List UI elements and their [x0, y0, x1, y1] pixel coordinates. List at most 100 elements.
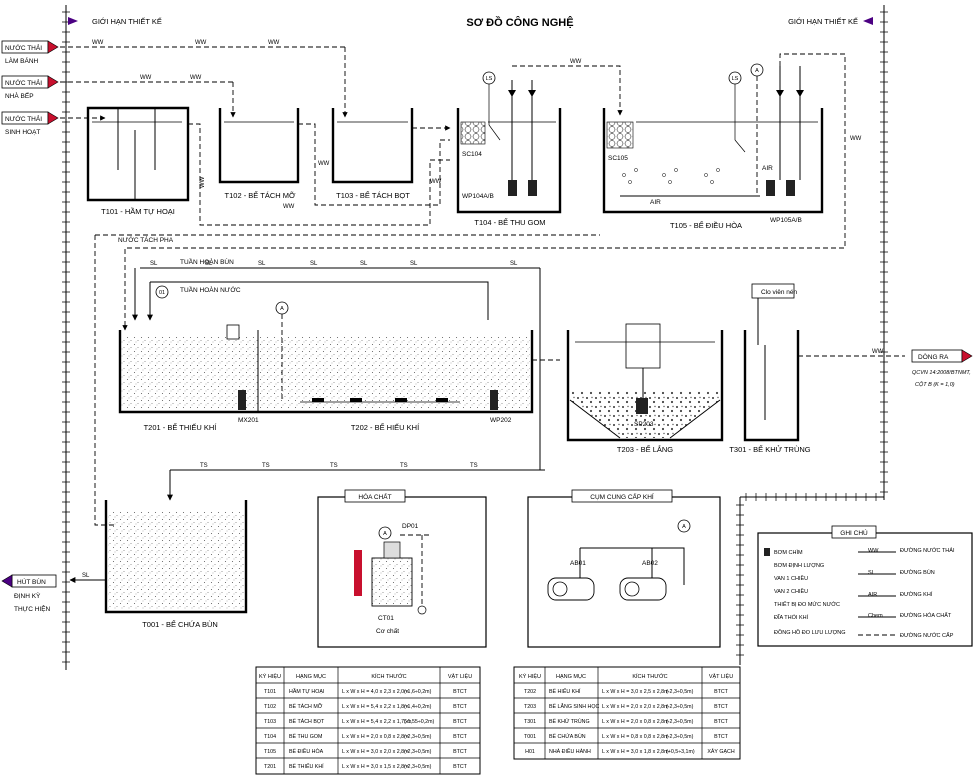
svg-text:THIẾT BỊ ĐO MỨC NƯỚC: THIẾT BỊ ĐO MỨC NƯỚC — [774, 601, 840, 608]
svg-text:AIR: AIR — [650, 199, 661, 206]
svg-text:Cơ chất: Cơ chất — [376, 626, 399, 635]
svg-text:WP105A/B: WP105A/B — [770, 217, 802, 224]
svg-text:LÀM BÁNH: LÀM BÁNH — [5, 56, 39, 65]
svg-text:L x W x H = 0,8 x 0,8 x 2,8m: L x W x H = 0,8 x 0,8 x 2,8m — [602, 734, 669, 740]
tank-t102 — [218, 108, 300, 184]
svg-text:T301: T301 — [524, 719, 536, 725]
svg-text:L x W x H = 3,0 x 1,5 x 2,8m: L x W x H = 3,0 x 1,5 x 2,8m — [342, 764, 409, 770]
svg-text:HÓA CHẤT: HÓA CHẤT — [358, 491, 391, 501]
input-nha-bep: NƯỚC THẢI NHÀ BẾP — [1, 75, 59, 100]
svg-text:CỤM CUNG CẤP KHÍ: CỤM CUNG CẤP KHÍ — [590, 491, 654, 501]
svg-text:AB02: AB02 — [642, 560, 658, 567]
svg-text:WW: WW — [318, 161, 330, 167]
svg-text:(-2,3÷0,5m): (-2,3÷0,5m) — [666, 689, 694, 695]
left-boundary-label: GIỚI HẠN THIẾT KẾ — [92, 16, 162, 26]
svg-text:KÍCH THƯỚC: KÍCH THƯỚC — [632, 673, 667, 680]
svg-text:BTCT: BTCT — [714, 704, 729, 710]
diagram-title: SƠ ĐỒ CÔNG NGHỆ — [466, 16, 573, 29]
svg-text:QCVN 14:2008/BTNMT,: QCVN 14:2008/BTNMT, — [912, 370, 971, 376]
svg-text:AIR: AIR — [868, 592, 877, 598]
svg-text:L x W x H = 5,4 x 2,2 x 1,8m: L x W x H = 5,4 x 2,2 x 1,8m — [342, 704, 409, 710]
svg-text:SC105: SC105 — [608, 155, 628, 162]
svg-text:L x W x H = 2,0 x 0,8 x 2,8m: L x W x H = 2,0 x 0,8 x 2,8m — [602, 719, 669, 725]
svg-text:ĐƯỜNG NƯỚC THẢI: ĐƯỜNG NƯỚC THẢI — [900, 547, 955, 554]
svg-text:BỂ KHỬ TRÙNG: BỂ KHỬ TRÙNG — [549, 718, 590, 725]
svg-text:NƯỚC THẢI: NƯỚC THẢI — [5, 43, 42, 52]
t201-label: T201 - BỂ THIẾU KHÍ — [144, 422, 218, 432]
svg-text:NƯỚC THẢI: NƯỚC THẢI — [5, 78, 42, 87]
svg-text:BTCT: BTCT — [453, 689, 468, 695]
svg-text:L x W x H = 4,0 x 2,3 x 2,0m: L x W x H = 4,0 x 2,3 x 2,0m — [342, 689, 409, 695]
svg-text:A: A — [280, 306, 284, 312]
svg-text:NHÀ BẾP: NHÀ BẾP — [5, 90, 34, 100]
left-boundary — [62, 5, 78, 670]
t203-label: T203 - BỂ LẮNG — [617, 445, 673, 454]
svg-text:SL: SL — [510, 261, 518, 267]
svg-text:BỂ HIẾU KHÍ: BỂ HIẾU KHÍ — [549, 688, 581, 695]
legend-box: GHI CHÚ BƠM CHÌM BƠM ĐỊNH LƯỢNG VAN 1 CH… — [757, 525, 973, 647]
svg-text:L x W x H = 3,0 x 2,0 x 2,8m: L x W x H = 3,0 x 2,0 x 2,8m — [342, 749, 409, 755]
t105-label: T105 - BỂ ĐIỀU HÒA — [670, 220, 742, 230]
tank-t301 — [743, 283, 800, 442]
svg-text:WW: WW — [140, 75, 152, 81]
svg-text:LS: LS — [486, 76, 493, 82]
svg-text:TS: TS — [470, 463, 478, 469]
tank-t101 — [86, 106, 190, 202]
svg-text:BỂ THIẾU KHÍ: BỂ THIẾU KHÍ — [289, 763, 324, 770]
input-lam-banh: NƯỚC THẢI LÀM BÁNH — [1, 40, 59, 65]
tank-t105: LS A — [602, 63, 824, 214]
svg-text:WW: WW — [190, 75, 202, 81]
svg-text:T105: T105 — [264, 749, 276, 755]
svg-text:L x W x H = 3,0 x 1,8 x 2,8m: L x W x H = 3,0 x 1,8 x 2,8m — [602, 749, 669, 755]
svg-text:WW: WW — [872, 349, 884, 355]
svg-text:WW: WW — [195, 40, 207, 46]
chemical-box: HÓA CHẤT A — [317, 489, 487, 648]
svg-text:ĐỒNG HỒ ĐO LƯU LƯỢNG: ĐỒNG HỒ ĐO LƯU LƯỢNG — [774, 629, 846, 636]
t103-label: T103 - BỂ TÁCH BỌT — [336, 191, 410, 200]
svg-text:BỂ ĐIỀU HÒA: BỂ ĐIỀU HÒA — [289, 748, 324, 755]
svg-text:GHI CHÚ: GHI CHÚ — [840, 528, 868, 537]
svg-text:BTCT: BTCT — [453, 749, 468, 755]
svg-text:(-1,4÷0,2m): (-1,4÷0,2m) — [404, 704, 432, 710]
svg-text:KÍCH THƯỚC: KÍCH THƯỚC — [371, 673, 406, 680]
svg-text:HẠNG MỤC: HẠNG MỤC — [556, 674, 586, 680]
svg-text:BỂ TÁCH MỠ: BỂ TÁCH MỠ — [289, 703, 323, 710]
svg-text:Clo viên nén: Clo viên nén — [761, 289, 798, 296]
svg-text:A: A — [755, 68, 759, 74]
svg-text:SL: SL — [868, 570, 875, 576]
svg-text:SL: SL — [82, 573, 90, 579]
tank-t104: LS — [456, 71, 562, 214]
svg-text:T101: T101 — [264, 689, 276, 695]
svg-text:(-2,3÷0,5m): (-2,3÷0,5m) — [404, 749, 432, 755]
svg-text:TS: TS — [400, 463, 408, 469]
svg-text:T103: T103 — [264, 719, 276, 725]
svg-text:SL: SL — [150, 261, 158, 267]
t202-label: T202 - BỂ HIẾU KHÍ — [351, 422, 420, 432]
right-boundary — [736, 5, 888, 665]
svg-text:BTCT: BTCT — [453, 734, 468, 740]
output-tag: DÒNG RA QCVN 14:2008/BTNMT, CỘT B (K = 1… — [911, 349, 973, 388]
svg-text:AIR: AIR — [762, 165, 773, 172]
svg-text:DÒNG RA: DÒNG RA — [918, 352, 949, 361]
svg-text:TS: TS — [330, 463, 338, 469]
svg-text:VAN 1 CHIỀU: VAN 1 CHIỀU — [774, 575, 808, 582]
svg-text:WW: WW — [570, 59, 582, 65]
svg-text:BTCT: BTCT — [453, 719, 468, 725]
svg-text:BƠM CHÌM: BƠM CHÌM — [774, 549, 803, 556]
svg-text:HÚT BÙN: HÚT BÙN — [17, 577, 46, 586]
svg-text:BỂ CHỨA BÙN: BỂ CHỨA BÙN — [549, 733, 586, 740]
svg-text:SINH HOẠT: SINH HOẠT — [5, 129, 40, 136]
svg-text:BƠM ĐỊNH LƯỢNG: BƠM ĐỊNH LƯỢNG — [774, 563, 824, 569]
svg-text:WW: WW — [868, 548, 879, 554]
svg-text:BTCT: BTCT — [714, 734, 729, 740]
input-sinh-hoat: NƯỚC THẢI SINH HOẠT — [1, 111, 59, 136]
svg-text:WP104A/B: WP104A/B — [462, 193, 494, 200]
svg-text:T102: T102 — [264, 704, 276, 710]
svg-text:TUẦN HOÀN BÙN: TUẦN HOÀN BÙN — [180, 256, 234, 266]
svg-text:SL: SL — [360, 261, 368, 267]
svg-text:NƯỚC THẢI: NƯỚC THẢI — [5, 114, 42, 123]
svg-text:T201: T201 — [264, 764, 276, 770]
t102-label: T102 - BỂ TÁCH MỠ — [225, 191, 296, 200]
air-supply-box: CỤM CUNG CẤP KHÍ A — [527, 489, 721, 648]
